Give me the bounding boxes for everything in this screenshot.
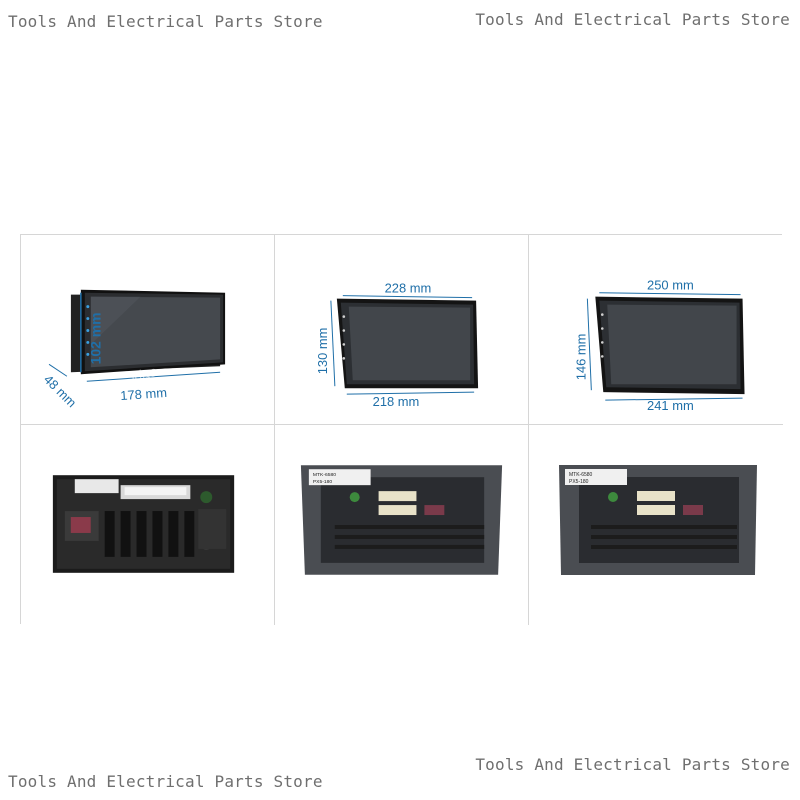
image-watermark-text: idae [129,363,159,385]
panel-9inch-front-dimensions: 228 mm 130 mm 218 mm [275,235,529,425]
height-dimension-label: 130 mm [315,328,330,375]
radio-10inch-rear-image: MTK-6580 PX5-180 [559,465,757,575]
width-dimension-label: 250 mm [647,278,694,293]
width-dimension-label: 228 mm [385,281,432,296]
model-label-line2: PX5-180 [569,479,589,485]
model-label-line1: MTK-6580 [569,472,593,478]
height-dimension-label: 146 mm [573,334,588,381]
product-image-grid: 48 mm 102 mm 178 mm idae 228 mm 130 mm 2… [20,234,783,625]
radio-9inch-front-image: 228 mm 130 mm 218 mm [315,281,479,409]
panel-9inch-rear: MTK-6580 PX5-180 [275,425,529,625]
radio-10inch-front-image: 250 mm 146 mm 241 mm [573,278,745,413]
panel-7inch-rear [21,425,275,625]
model-label-line2: PX5-180 [313,479,333,485]
depth-dimension-label: 48 mm [41,372,80,411]
radio-7inch-front-image: 48 mm 102 mm 178 mm idae [41,289,226,411]
store-watermark-top-right: Tools And Electrical Parts Store [475,10,790,29]
width-dimension-label: 178 mm [120,385,168,403]
store-watermark-bottom-left: Tools And Electrical Parts Store [8,772,323,791]
store-watermark-top-left: Tools And Electrical Parts Store [8,12,323,31]
radio-7inch-rear-image [52,475,235,573]
model-label-line1: MTK-6580 [313,472,336,478]
panel-7inch-front-dimensions: 48 mm 102 mm 178 mm idae [21,235,275,425]
panel-10inch-front-dimensions: 250 mm 146 mm 241 mm [529,235,783,425]
panel-10inch-rear: MTK-6580 PX5-180 [529,425,783,625]
bottom-width-dimension-label: 218 mm [373,394,420,409]
radio-9inch-rear-image: MTK-6580 PX5-180 [300,465,503,575]
height-dimension-label: 102 mm [88,313,104,365]
bottom-width-dimension-label: 241 mm [647,398,694,413]
store-watermark-bottom-right: Tools And Electrical Parts Store [475,755,790,774]
